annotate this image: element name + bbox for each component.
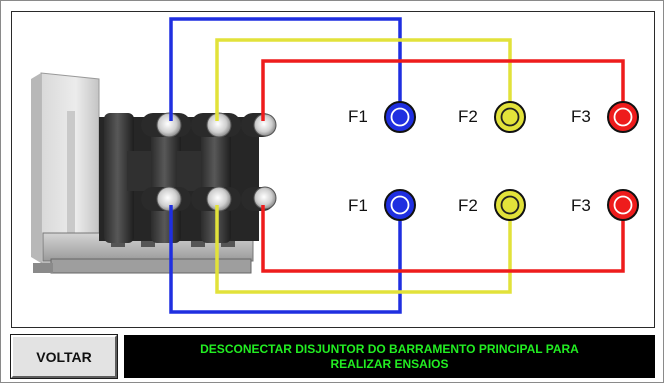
terminal-f1-top: F1	[348, 101, 416, 133]
terminal-f2-top: F2	[458, 101, 526, 133]
terminal-dot	[494, 101, 526, 133]
status-message: DESCONECTAR DISJUNTOR DO BARRAMENTO PRIN…	[124, 335, 655, 378]
terminal-f3-bottom: F3	[571, 189, 639, 221]
terminal-f1-bottom: F1	[348, 189, 416, 221]
terminal-dot	[384, 101, 416, 133]
terminal-f3-top: F3	[571, 101, 639, 133]
wire-phase-f3-bottom	[261, 205, 625, 273]
terminal-f2-bottom: F2	[458, 189, 526, 221]
back-button[interactable]: VOLTAR	[11, 335, 117, 378]
circuit-breaker-icon	[31, 72, 277, 274]
terminal-dot	[384, 189, 416, 221]
wire-phase-f2-bottom	[215, 205, 512, 294]
wire-phase-f2-top	[215, 38, 512, 121]
wire-phase-f3-top	[261, 59, 625, 121]
wire-phase-f1-bottom	[169, 205, 402, 314]
terminal-label: F3	[571, 107, 591, 126]
terminal-label: F3	[571, 196, 591, 215]
terminal-dot	[607, 189, 639, 221]
terminal-dot	[607, 101, 639, 133]
terminal-dot	[494, 189, 526, 221]
terminal-label: F1	[348, 196, 368, 215]
terminal-label: F2	[458, 196, 478, 215]
wire-phase-f1-top	[169, 17, 402, 121]
terminal-label: F2	[458, 107, 478, 126]
terminal-label: F1	[348, 107, 368, 126]
